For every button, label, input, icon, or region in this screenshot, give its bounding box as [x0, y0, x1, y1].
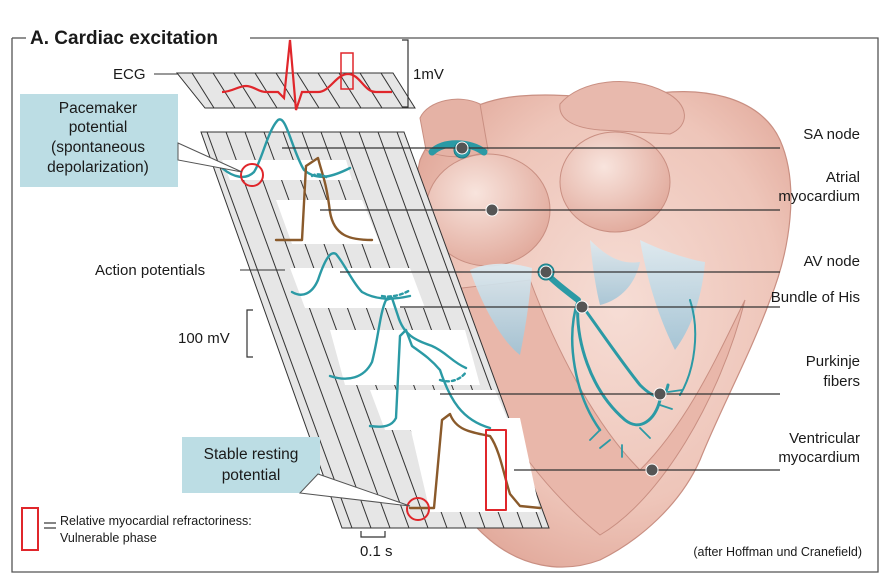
- stable-line-1: Stable resting: [204, 446, 299, 463]
- grid-line: [317, 73, 341, 108]
- stable-pointer: [298, 473, 411, 507]
- label-av-node: AV node: [804, 253, 860, 270]
- voltage-scale-bracket: [246, 309, 253, 358]
- label-ventricular-2: myocardium: [778, 449, 860, 466]
- action-potential-traces: [220, 118, 542, 521]
- av-node-potential: [290, 252, 412, 300]
- label-ventricular-1: Ventricular: [789, 430, 860, 447]
- leader-dots: [455, 141, 667, 477]
- pacemaker-line-4: depolarization): [47, 159, 149, 176]
- ecg-vulnerable-marker: [340, 52, 354, 90]
- grid-line: [380, 73, 404, 108]
- grid-line: [254, 73, 278, 108]
- pacemaker-line-1: Pacemaker: [59, 100, 137, 117]
- aorta-outline: [559, 81, 685, 135]
- pacemaker-marker: [240, 163, 264, 187]
- vulnerable-phase-marker: [485, 429, 507, 511]
- pacemaker-pointer: [177, 142, 243, 173]
- label-atrial-myocardium-1: Atrial: [826, 169, 860, 186]
- pacemaker-callout: Pacemaker potential (spontaneous depolar…: [20, 94, 243, 187]
- ecg-label: ECG: [113, 66, 146, 83]
- grid-line: [338, 73, 362, 108]
- label-sa-node: SA node: [803, 126, 860, 143]
- ecg-trace: [221, 39, 392, 111]
- legend-line-2: Vulnerable phase: [60, 531, 157, 545]
- label-purkinje-2: fibers: [823, 373, 860, 390]
- ecg-scale-label: 1mV: [413, 66, 444, 83]
- ventricular-potential: [408, 412, 542, 510]
- heart-labels: SA node Atrial myocardium AV node Bundle…: [771, 126, 860, 466]
- grid-line: [206, 132, 353, 528]
- voltage-scale-label: 100 mV: [178, 330, 230, 347]
- stable-line-2: potential: [222, 467, 281, 484]
- purkinje-potential: [368, 328, 492, 430]
- grid-line: [191, 73, 215, 108]
- grid-line: [225, 132, 372, 528]
- grid-line: [296, 73, 320, 108]
- credit: (after Hoffman und Cranefield): [693, 545, 862, 559]
- resting-marker: [406, 497, 430, 521]
- atrial-potential-dotted: [310, 173, 330, 180]
- pacemaker-line-3: (spontaneous: [51, 139, 145, 156]
- grid-line: [233, 73, 257, 108]
- sa-node-potential: [220, 118, 352, 179]
- legend-swatch: [21, 507, 39, 551]
- atrial-potential: [274, 156, 374, 242]
- label-atrial-myocardium-2: myocardium: [778, 188, 860, 205]
- legend-line-1: Relative myocardial refractoriness:: [60, 514, 252, 528]
- left-atrium: [559, 131, 671, 233]
- action-potentials-label: Action potentials: [95, 262, 205, 279]
- pacemaker-line-2: potential: [69, 119, 128, 136]
- mitral-valve: [640, 240, 705, 350]
- ecg-scale-bracket: [402, 39, 409, 108]
- tricuspid-valve: [470, 263, 532, 355]
- label-bundle-of-his: Bundle of His: [771, 289, 860, 306]
- grid-line: [212, 73, 236, 108]
- time-scale-label: 0.1 s: [360, 543, 393, 560]
- grid-line: [244, 132, 391, 528]
- pacemaker-box: [20, 94, 178, 187]
- av-node-dotted: [380, 288, 412, 298]
- label-purkinje-1: Purkinje: [806, 353, 860, 370]
- legend: Relative myocardial refractoriness: Vuln…: [21, 507, 252, 551]
- figure-frame: [11, 37, 879, 573]
- figure-title: A. Cardiac excitation: [30, 28, 218, 49]
- time-scale-bracket: [360, 531, 386, 538]
- his-bundle-potential: [328, 296, 468, 380]
- stable-callout: Stable resting potential: [182, 437, 411, 507]
- stable-box: [182, 437, 320, 493]
